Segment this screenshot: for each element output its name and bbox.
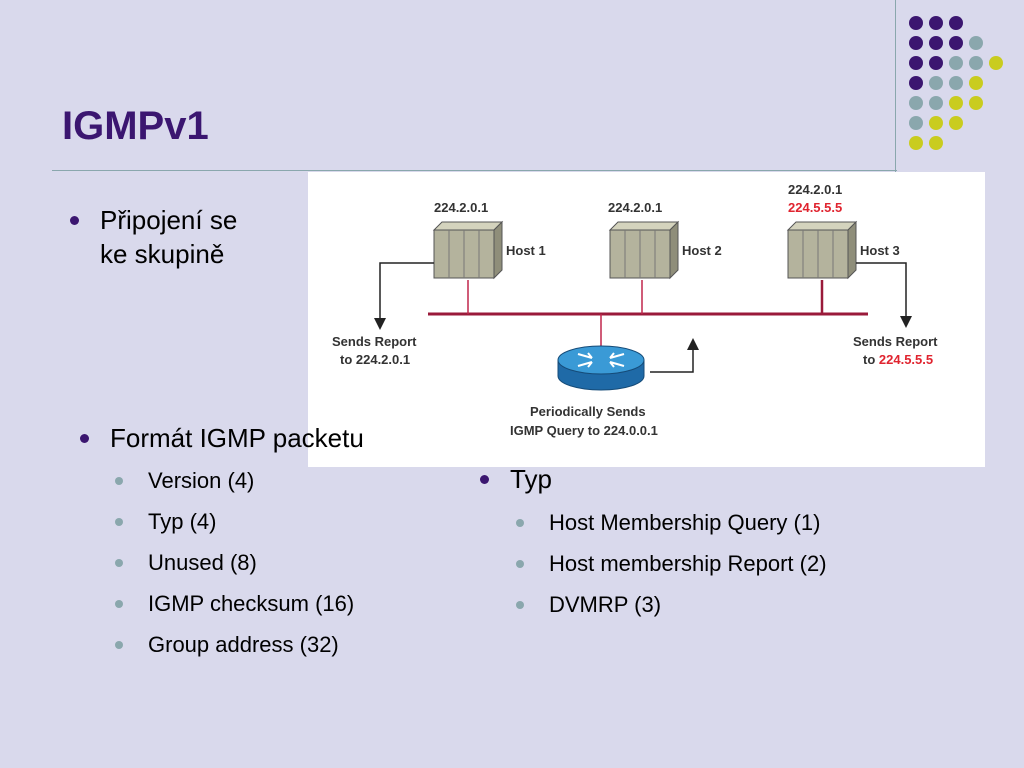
format-item-checksum: IGMP checksum (16): [114, 591, 355, 616]
format-item-type: Typ (4): [114, 509, 217, 534]
join-group-line1: Připojení se: [100, 205, 238, 235]
host1-name-label: Host 1: [506, 243, 546, 258]
dot: [969, 76, 983, 90]
dot: [929, 56, 943, 70]
dot: [929, 136, 943, 150]
report-arrow-right: [856, 262, 912, 328]
host2-server-icon: [608, 220, 680, 280]
report-right-line2: to 224.5.5.5: [863, 352, 933, 367]
format-item-unused: Unused (8): [115, 550, 257, 575]
dot: [909, 36, 923, 50]
dot: [929, 16, 943, 30]
dot: [929, 36, 943, 50]
report-right-prefix: to: [863, 352, 879, 367]
slide-title: IGMPv1: [62, 104, 209, 148]
host1-server-icon: [432, 220, 504, 280]
vertical-divider: [895, 0, 896, 172]
igmp-diagram-svg: 224.2.0.1 Host 1 224.2.0.1 Host 2 224.2.…: [332, 182, 938, 438]
dot: [949, 36, 963, 50]
dot: [909, 76, 923, 90]
type-bullet: Typ: [480, 464, 552, 494]
host3-server-icon: [786, 220, 858, 280]
dot: [949, 16, 963, 30]
report-right-address: 224.5.5.5: [879, 352, 933, 367]
report-left-line2: to 224.2.0.1: [340, 352, 410, 367]
decorative-dots: [905, 12, 1015, 152]
dot: [909, 96, 923, 110]
dot: [929, 116, 943, 130]
router-caption-line2: IGMP Query to 224.0.0.1: [510, 423, 658, 438]
dot: [909, 16, 923, 30]
dot: [909, 116, 923, 130]
host1-group-label: 224.2.0.1: [434, 200, 488, 215]
type-item-dvmrp: DVMRP (3): [515, 592, 662, 617]
dot: [949, 96, 963, 110]
query-arrow: [650, 338, 699, 373]
host3-name-label: Host 3: [860, 243, 900, 258]
format-item-version: Version (4): [114, 468, 255, 493]
dot: [949, 76, 963, 90]
report-left-line1: Sends Report: [332, 334, 417, 349]
host2-name-label: Host 2: [682, 243, 722, 258]
dot: [929, 96, 943, 110]
dot: [909, 136, 923, 150]
report-arrow-left: [374, 262, 434, 330]
dot: [989, 56, 1003, 70]
type-item-report: Host membership Report (2): [516, 551, 827, 576]
type-item-query: Host Membership Query (1): [515, 510, 821, 535]
router-icon: [557, 345, 645, 391]
dot: [949, 56, 963, 70]
dot: [929, 76, 943, 90]
packet-format-bullet: Formát IGMP packetu: [80, 423, 364, 453]
report-right-line1: Sends Report: [853, 334, 938, 349]
host3-group-label: 224.2.0.1: [788, 182, 842, 197]
host2-group-label: 224.2.0.1: [608, 200, 662, 215]
dot: [949, 116, 963, 130]
host3-group2-label: 224.5.5.5: [788, 200, 842, 215]
dot: [969, 36, 983, 50]
title-divider: [52, 170, 897, 171]
igmp-diagram: 224.2.0.1 Host 1 224.2.0.1 Host 2 224.2.…: [308, 172, 985, 467]
dot: [969, 96, 983, 110]
dot: [969, 56, 983, 70]
dot: [909, 56, 923, 70]
router-caption-line1: Periodically Sends: [530, 404, 646, 419]
format-item-group-address: Group address (32): [115, 632, 339, 657]
join-group-bullet: Připojení se ke skupině: [69, 203, 238, 271]
join-group-line2: ke skupině: [100, 239, 225, 269]
